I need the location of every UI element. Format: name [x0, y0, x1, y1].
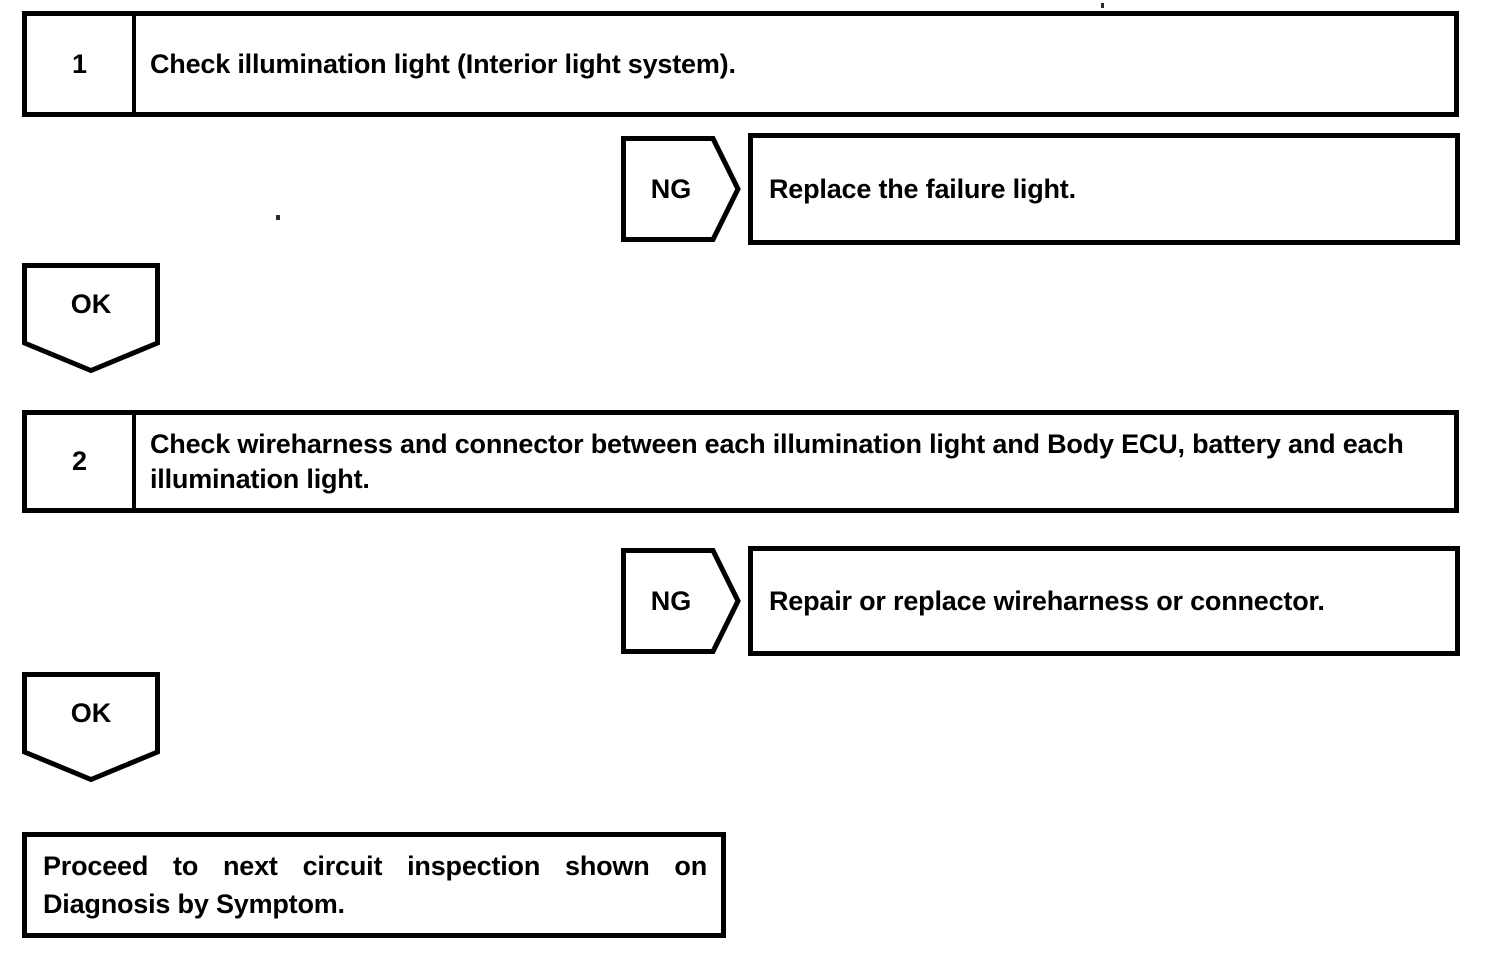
- branch-tag-ng-2: NG: [621, 548, 741, 654]
- pentagon-right-icon: [621, 548, 741, 654]
- connector-tag-ok-2: OK: [22, 672, 160, 782]
- scan-artifact-dot: [1101, 3, 1104, 8]
- branch-tag-label-ng-2: NG: [650, 585, 692, 616]
- branch-tag-ng-1: NG: [621, 136, 741, 242]
- pentagon-right-icon: [621, 136, 741, 242]
- scan-artifact-dot: [276, 215, 280, 220]
- connector-tag-label-ok-1: OK: [70, 288, 112, 319]
- pentagon-down-icon: [22, 672, 160, 782]
- step-box-1: 1 Check illumination light (Interior lig…: [22, 11, 1459, 117]
- final-outcome-text: Proceed to next circuit inspection shown…: [43, 850, 707, 919]
- step-box-2: 2 Check wireharness and connector betwee…: [22, 410, 1459, 513]
- step-number-2: 2: [27, 415, 136, 508]
- connector-tag-label-ok-2: OK: [70, 697, 112, 728]
- step-number-1: 1: [27, 16, 136, 112]
- final-outcome-box: Proceed to next circuit inspection shown…: [22, 832, 726, 938]
- branch-action-box-2: Repair or replace wireharness or connect…: [748, 546, 1460, 656]
- pentagon-down-icon: [22, 263, 160, 373]
- branch-action-box-1: Replace the failure light.: [748, 133, 1460, 245]
- connector-tag-ok-1: OK: [22, 263, 160, 373]
- step-text-1: Check illumination light (Interior light…: [150, 48, 736, 79]
- branch-tag-label-ng-1: NG: [650, 173, 692, 204]
- step-text-2: Check wireharness and connector between …: [150, 428, 1404, 494]
